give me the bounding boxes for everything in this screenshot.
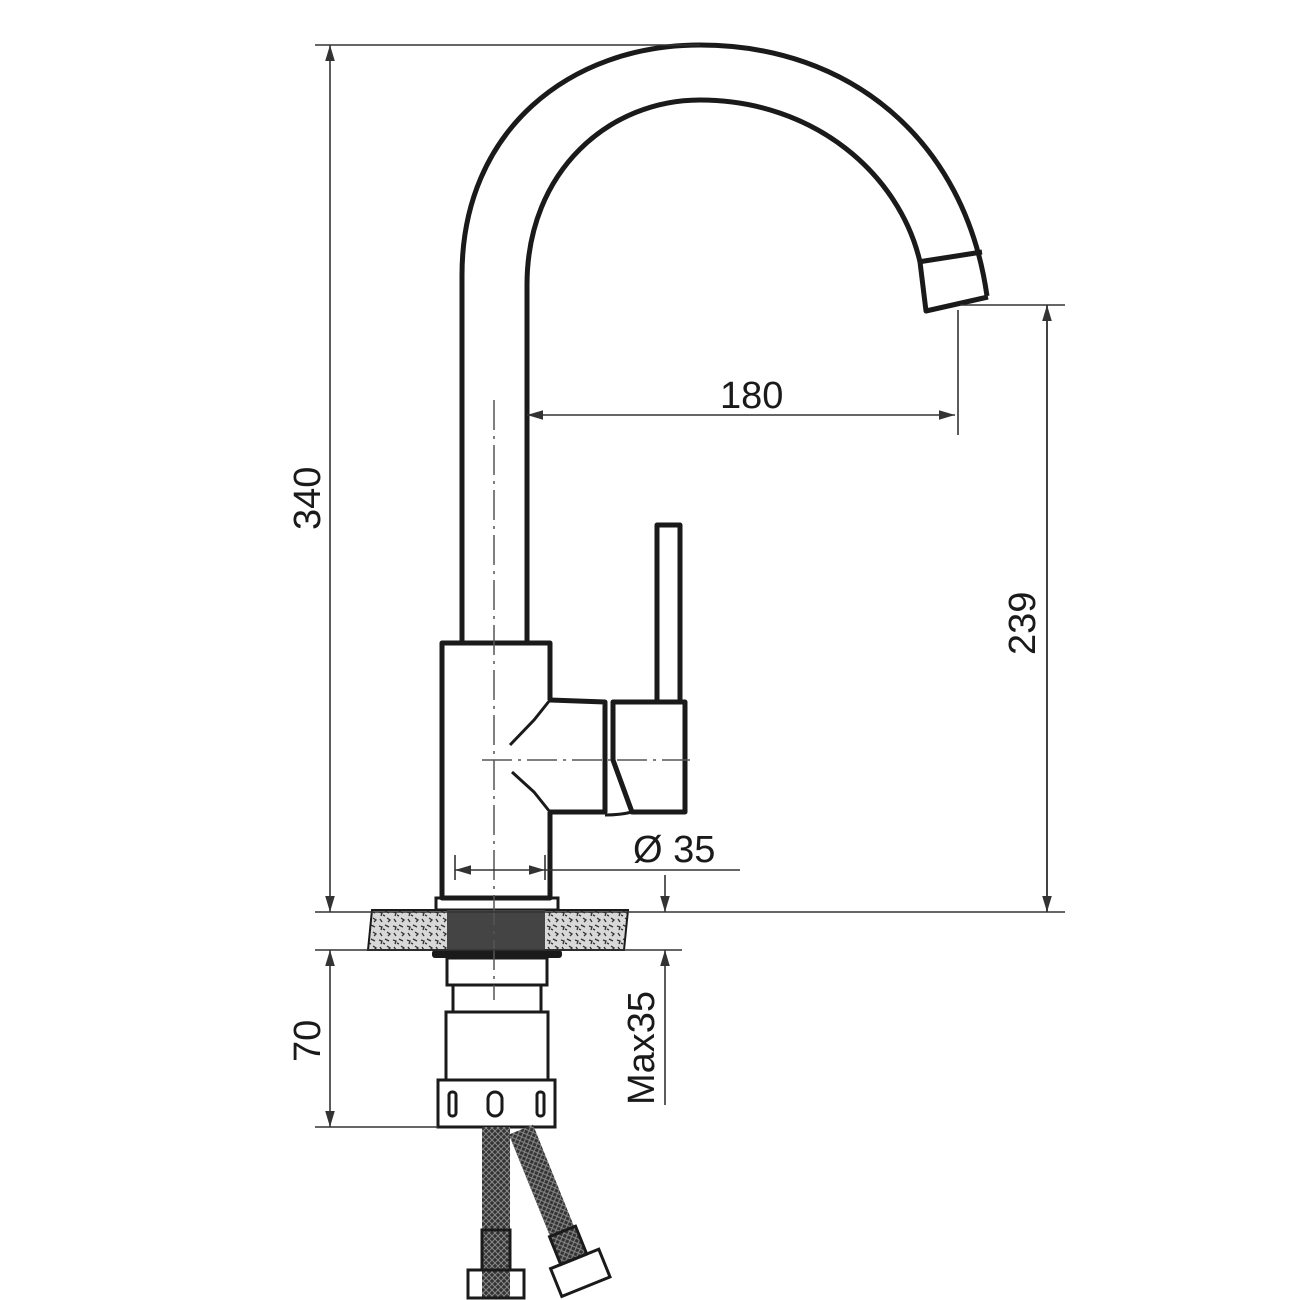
dim-below-counter: 70 bbox=[287, 1020, 329, 1062]
dim-max-thickness: Max35 bbox=[621, 991, 663, 1105]
dim-body-diameter: Ø 35 bbox=[633, 829, 715, 871]
faucet-body bbox=[439, 640, 688, 901]
centerlines bbox=[482, 400, 690, 1000]
dim-total-height: 340 bbox=[287, 467, 329, 530]
dimension-lines bbox=[315, 44, 1065, 1128]
thread-shank bbox=[447, 910, 545, 950]
lever-handle bbox=[654, 522, 683, 704]
spout bbox=[459, 42, 990, 643]
supply-hoses bbox=[466, 1124, 612, 1300]
mounting bbox=[366, 896, 630, 1129]
dim-spout-reach: 180 bbox=[720, 375, 783, 417]
dim-spout-height: 239 bbox=[1002, 592, 1044, 655]
